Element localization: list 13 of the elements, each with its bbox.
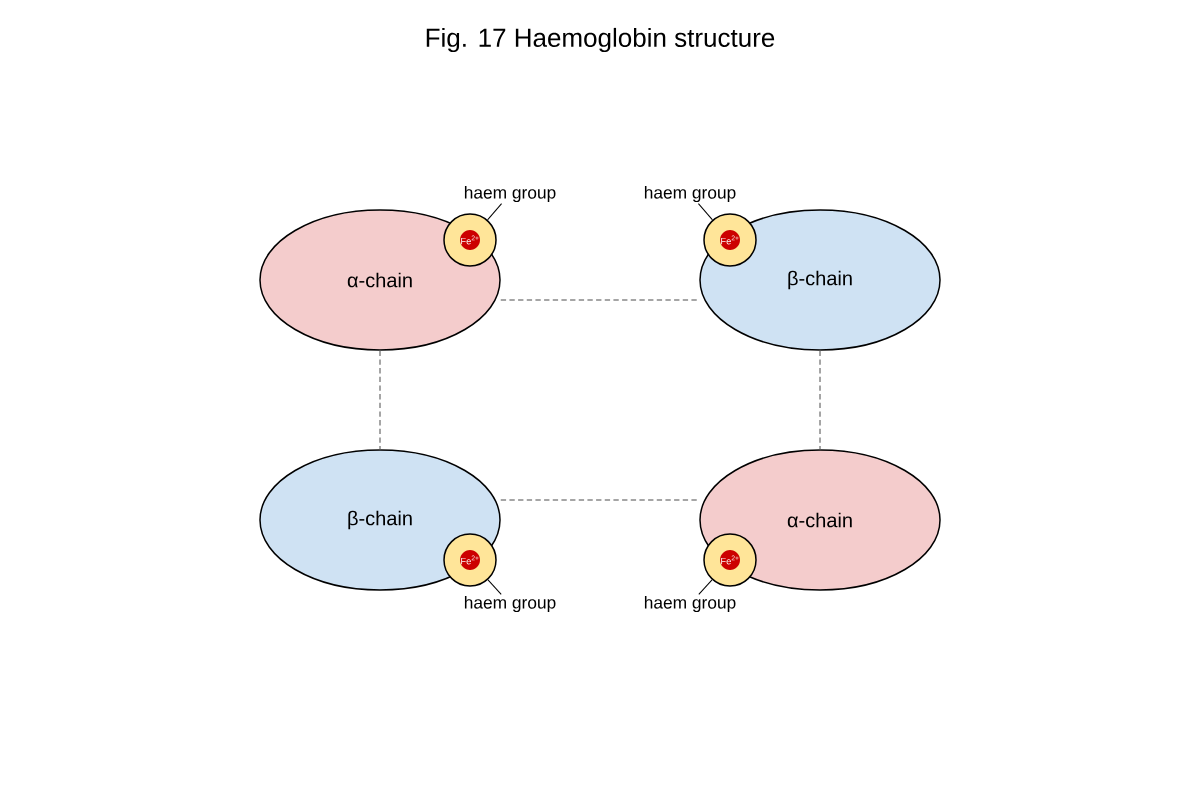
dashed-connector	[379, 350, 381, 450]
haem-group-label: haem group	[464, 595, 556, 613]
dashed-connector	[500, 499, 700, 501]
leader-line	[487, 579, 502, 595]
leader-line	[697, 203, 713, 221]
haem-group-label: haem group	[464, 185, 556, 203]
title: Fig. 17 Haemoglobin structure	[426, 27, 775, 53]
dashed-connector	[819, 350, 821, 450]
leader-line	[698, 579, 713, 595]
haem-group-label: haem group	[644, 595, 736, 613]
leader-line	[487, 203, 503, 221]
dashed-connector	[500, 299, 700, 301]
haem-group-label: haem group	[644, 185, 736, 203]
